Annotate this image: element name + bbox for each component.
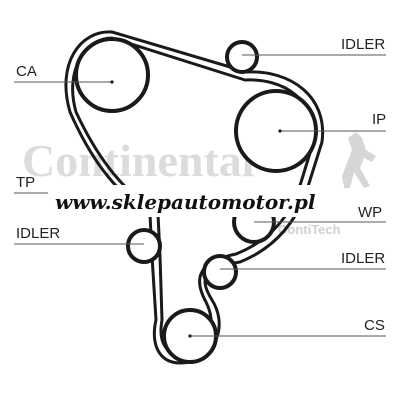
label-idler-right: IDLER <box>341 250 385 267</box>
camshaft-pulley-ca <box>74 37 150 113</box>
center-dot-ca <box>110 80 114 84</box>
horse-logo-icon <box>342 132 376 188</box>
label-idler-left: IDLER <box>16 225 60 242</box>
idler-pulley-right <box>202 254 238 290</box>
watermark-sub-text: ContiTech <box>278 222 341 237</box>
banner-background <box>48 185 344 217</box>
idler-pulley-top <box>225 40 259 74</box>
center-dot-ip <box>278 129 282 133</box>
label-ip: IP <box>372 111 386 128</box>
labels: CA IDLER IP TP WP IDLER IDLER CS <box>16 36 386 334</box>
label-idler-top: IDLER <box>341 36 385 53</box>
shop-url-banner: www.sklepautomotor.pl <box>48 185 344 217</box>
pulley-centers <box>110 80 282 338</box>
idler-pulley-left <box>126 228 162 264</box>
banner-url-text: www.sklepautomotor.pl <box>55 190 316 214</box>
center-dot-cs <box>188 334 192 338</box>
label-cs: CS <box>364 317 385 334</box>
label-wp: WP <box>358 204 382 221</box>
label-tp: TP <box>16 174 35 191</box>
continental-watermark: Continental ContiTech <box>22 132 376 237</box>
label-ca: CA <box>16 63 37 80</box>
watermark-brand-text: Continental <box>22 135 255 186</box>
